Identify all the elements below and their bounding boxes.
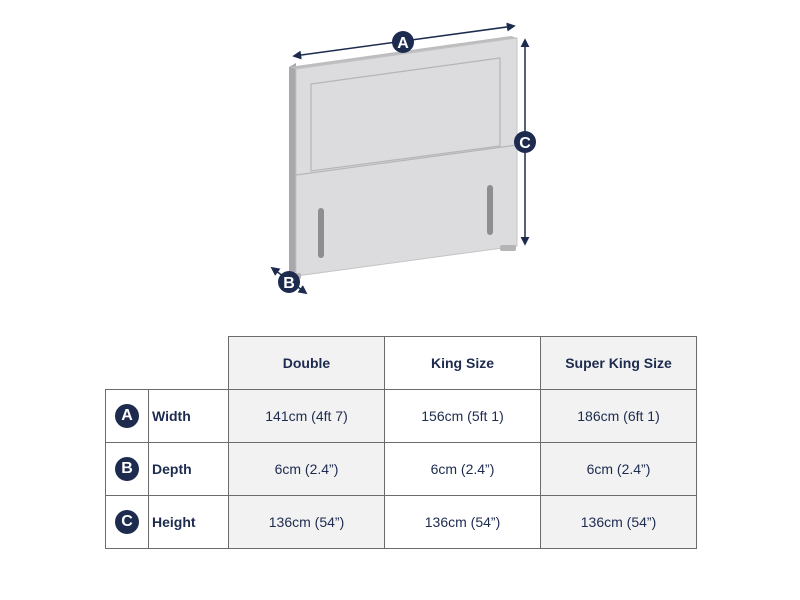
empty-corner	[105, 336, 229, 390]
cell-depth-king: 6cm (2.4”)	[384, 442, 541, 496]
svg-text:B: B	[283, 275, 295, 292]
cell-height-double: 136cm (54”)	[228, 495, 385, 549]
row-label-depth: Depth	[148, 442, 229, 496]
leg-slot-right	[487, 185, 493, 235]
cell-depth-double: 6cm (2.4”)	[228, 442, 385, 496]
badge-a-icon	[392, 31, 414, 53]
header-row: Double King Size Super King Size	[105, 336, 697, 390]
cell-height-super-king: 136cm (54”)	[540, 495, 697, 549]
headboard-dimension-diagram: A C B	[270, 22, 536, 295]
col-header-double: Double	[228, 336, 385, 390]
badge-b-icon	[278, 271, 300, 293]
badge-c-icon	[514, 131, 536, 153]
svg-text:C: C	[519, 135, 531, 152]
badge-c-icon: C	[115, 510, 139, 534]
leg-slot-left	[318, 208, 324, 258]
col-header-super-king: Super King Size	[540, 336, 697, 390]
row-label-height: Height	[148, 495, 229, 549]
badge-a-icon: A	[115, 404, 139, 428]
table-row: B Depth 6cm (2.4”) 6cm (2.4”) 6cm (2.4”)	[105, 442, 697, 496]
cell-depth-super-king: 6cm (2.4”)	[540, 442, 697, 496]
cell-width-king: 156cm (5ft 1)	[384, 389, 541, 443]
cell-width-double: 141cm (4ft 7)	[228, 389, 385, 443]
cell-width-super-king: 186cm (6ft 1)	[540, 389, 697, 443]
col-header-king: King Size	[384, 336, 541, 390]
badge-b-icon: B	[115, 457, 139, 481]
svg-text:A: A	[397, 35, 409, 52]
cell-height-king: 136cm (54”)	[384, 495, 541, 549]
headboard-illustration: A C B	[270, 22, 536, 295]
dimensions-table: Double King Size Super King Size A Width…	[105, 336, 697, 549]
row-label-width: Width	[148, 389, 229, 443]
table-row: A Width 141cm (4ft 7) 156cm (5ft 1) 186c…	[105, 389, 697, 443]
table-row: C Height 136cm (54”) 136cm (54”) 136cm (…	[105, 495, 697, 549]
